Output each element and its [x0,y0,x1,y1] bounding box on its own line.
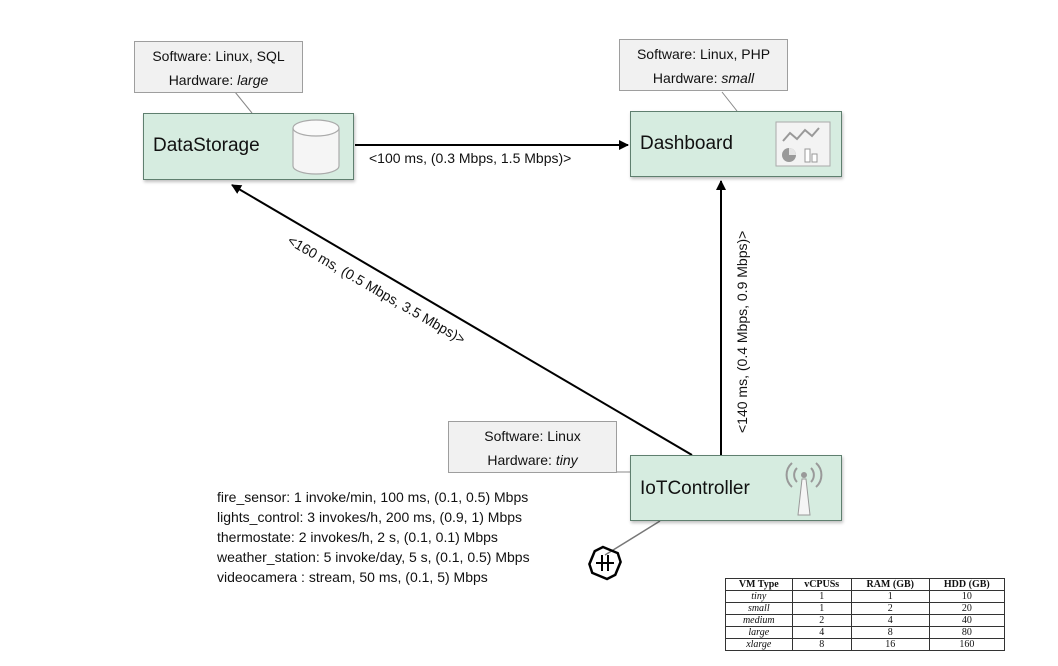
device-item-lights-control: lights_control: 3 invokes/h, 200 ms, (0.… [217,509,523,525]
edge-label-iotcontroller-dashboard: <140 ms, (0.4 Mbps, 0.9 Mbps)> [734,230,750,433]
device-list: fire_sensor: 1 invoke/min, 100 ms, (0.1,… [217,487,530,587]
device-item-fire-sensor: fire_sensor: 1 invoke/min, 100 ms, (0.1,… [217,489,529,505]
note-datastorage-hardware: Hardware: large [168,72,269,88]
vm-table-cell: 4 [850,614,930,627]
vm-table-cell: 8 [850,626,930,639]
vm-table-cell: 2 [850,602,930,615]
vm-table-cell: large [725,626,793,639]
vm-table-cell: xlarge [725,638,793,651]
vm-table-row: xlarge 8 16 160 [725,638,1006,651]
note-dashboard-software: Software: Linux, PHP [636,46,771,62]
note-iotcontroller-hardware: Hardware: tiny [487,452,578,468]
vm-table-cell: 16 [850,638,930,651]
note-iotcontroller-software: Software: Linux [484,428,581,444]
vm-table-row: large 4 8 80 [725,626,1006,639]
note-datastorage-software: Software: Linux, SQL [152,48,285,64]
device-hub-icon[interactable] [587,545,624,582]
note-connector-datastorage [234,91,253,114]
vm-table-cell: 1 [791,590,852,603]
vm-table-header: VM Type [725,578,793,591]
vm-table-header-row: VM Type vCPUSs RAM (GB) HDD (GB) [725,578,1006,591]
node-datastorage[interactable]: DataStorage [143,113,354,180]
node-dashboard-label: Dashboard [640,133,733,154]
note-iotcontroller: Software: Linux Hardware: tiny [448,421,617,473]
vm-table-cell: 2 [791,614,852,627]
vm-table-cell: 4 [791,626,852,639]
node-iotcontroller-label: IoTController [640,478,750,499]
device-item-weather-station: weather_station: 5 invoke/day, 5 s, (0.1… [217,549,530,565]
vm-table-cell: 160 [928,638,1006,651]
database-cylinder-icon [292,119,340,175]
vm-type-table: VM Type vCPUSs RAM (GB) HDD (GB) tiny 1 … [725,578,1006,651]
device-item-thermostate: thermostate: 2 invokes/h, 2 s, (0.1, 0.1… [217,529,498,545]
note-connector-dashboard [721,91,738,112]
vm-table-header: RAM (GB) [850,578,930,591]
vm-table-cell: 1 [850,590,930,603]
vm-table-cell: tiny [725,590,793,603]
vm-table-cell: 8 [791,638,852,651]
node-datastorage-label: DataStorage [153,135,260,156]
note-dashboard-hardware: Hardware: small [652,70,755,86]
node-iotcontroller[interactable]: IoTController [630,455,842,521]
vm-table-cell: 10 [928,590,1006,603]
vm-table-row: small 1 2 20 [725,602,1006,615]
vm-table-cell: small [725,602,793,615]
node-dashboard[interactable]: Dashboard [630,111,842,177]
note-dashboard: Software: Linux, PHP Hardware: small [619,39,788,91]
antenna-icon [785,462,823,516]
device-hub-connector [604,520,661,556]
vm-table-row: tiny 1 1 10 [725,590,1006,603]
vm-table-header: vCPUSs [791,578,852,591]
vm-table-cell: 1 [791,602,852,615]
edge-iotcontroller-datastorage [231,184,693,456]
vm-table-cell: 20 [928,602,1006,615]
edge-label-datastorage-dashboard: <100 ms, (0.3 Mbps, 1.5 Mbps)> [369,150,572,166]
note-datastorage: Software: Linux, SQL Hardware: large [134,41,303,93]
device-item-videocamera: videocamera : stream, 50 ms, (0.1, 5) Mb… [217,569,488,585]
vm-table-cell: 80 [928,626,1006,639]
vm-table-header: HDD (GB) [928,578,1006,591]
dashboard-chart-icon [775,121,831,167]
vm-table-cell: 40 [928,614,1006,627]
vm-table-row: medium 2 4 40 [725,614,1006,627]
vm-table-cell: medium [725,614,793,627]
